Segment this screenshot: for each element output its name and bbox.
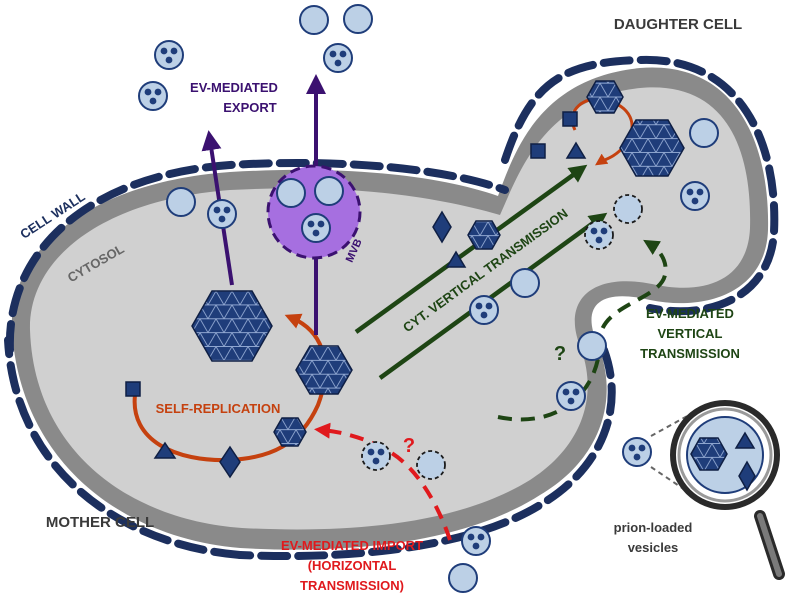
daughter-replication-arc: [570, 97, 634, 166]
ev-export-label-line2: EXPORT: [223, 100, 277, 115]
prion-aggregate-icon: [191, 290, 273, 362]
prion-vesicle-icon: [301, 213, 331, 243]
ev-import-label-line3: TRANSMISSION): [300, 578, 404, 593]
self-replication-cycle: [125, 290, 353, 479]
ev-import-label-line2: (HORIZONTAL: [308, 558, 397, 573]
ev-export: [138, 4, 373, 335]
prion-vesicle-icon: [461, 526, 491, 556]
dashed-vesicle-icon: [613, 194, 643, 224]
vesicle-icon: [299, 5, 329, 35]
daughter-cell-label: DAUGHTER CELL: [614, 16, 742, 33]
magnifier-legend: [622, 400, 785, 580]
prion-vesicle-icon: [680, 181, 710, 211]
triangle-prion-icon: [734, 431, 756, 449]
prion-vesicle-icon: [469, 295, 499, 325]
prion-vesicle-icon: [207, 199, 237, 229]
cell-wall-segments-bottom: [4, 336, 244, 559]
ev-export-label-line1: EV-MEDIATED: [190, 80, 278, 95]
ev-import-arrow: [314, 422, 452, 541]
vesicle-icon: [689, 118, 719, 148]
ev-vertical-transmission: [497, 239, 668, 422]
mvb-body: [266, 164, 362, 260]
vesicle-icon: [577, 331, 607, 361]
cyt-vertical-arrow: [354, 164, 588, 334]
daughter-cell-contents: [530, 80, 719, 250]
prion-vesicle-icon: [323, 43, 353, 73]
ev-vertical-arrow: [497, 239, 668, 422]
vesicle-icon: [276, 178, 306, 208]
cell-wall-segments-daughter: [501, 55, 779, 316]
dashed-prion-vesicle-icon: [361, 441, 391, 471]
hexagon-prion-icon: [273, 417, 307, 447]
vesicle-icon: [343, 4, 373, 34]
square-prion-icon: [562, 111, 578, 127]
vesicle-icon: [448, 563, 478, 593]
diamond-prion-icon: [738, 460, 756, 492]
cell-wall-segments-left: [5, 159, 509, 354]
prion-loaded-label-line1: prion-loaded: [614, 520, 693, 535]
prion-vesicle-icon: [138, 81, 168, 111]
cell-wall-segments-right: [236, 346, 616, 561]
square-prion-icon: [530, 143, 546, 159]
question-mark-red: ?: [403, 435, 415, 457]
question-mark-green: ?: [554, 343, 566, 365]
triangle-prion-icon: [445, 250, 467, 268]
self-replication-label: SELF-REPLICATION: [156, 401, 281, 416]
vesicle-icon: [510, 268, 540, 298]
ev-import-label-line1: EV-MEDIATED IMPORT: [281, 538, 423, 553]
mother-cell-label: MOTHER CELL: [46, 514, 154, 531]
diamond-prion-icon: [219, 445, 241, 479]
dashed-vesicle-icon: [416, 450, 446, 480]
hexagon-prion-icon: [690, 437, 728, 471]
dashed-prion-vesicle-icon: [584, 220, 614, 250]
prion-loaded-label-line2: vesicles: [628, 540, 679, 555]
ev-vertical-label-line3: TRANSMISSION: [640, 346, 740, 361]
vesicle-icon: [314, 176, 344, 206]
prion-vesicle-icon: [622, 437, 652, 467]
square-prion-icon: [125, 381, 141, 397]
hexagon-prion-icon: [586, 80, 624, 114]
hexagon-prion-icon: [467, 220, 501, 250]
vesicle-icon: [166, 187, 196, 217]
prion-vesicle-icon: [154, 40, 184, 70]
ev-import: [314, 422, 491, 593]
hexagon-prion-icon: [295, 345, 353, 395]
prion-aggregate-icon: [619, 119, 685, 177]
ev-vertical-label-line1: EV-MEDIATED: [646, 306, 734, 321]
ev-vertical-label-line2: VERTICAL: [658, 326, 723, 341]
triangle-prion-icon: [153, 441, 177, 459]
cyt-vertical-transmission: [354, 164, 608, 380]
diamond-prion-icon: [432, 210, 452, 244]
triangle-prion-icon: [565, 141, 587, 159]
prion-vesicle-icon: [556, 381, 586, 411]
